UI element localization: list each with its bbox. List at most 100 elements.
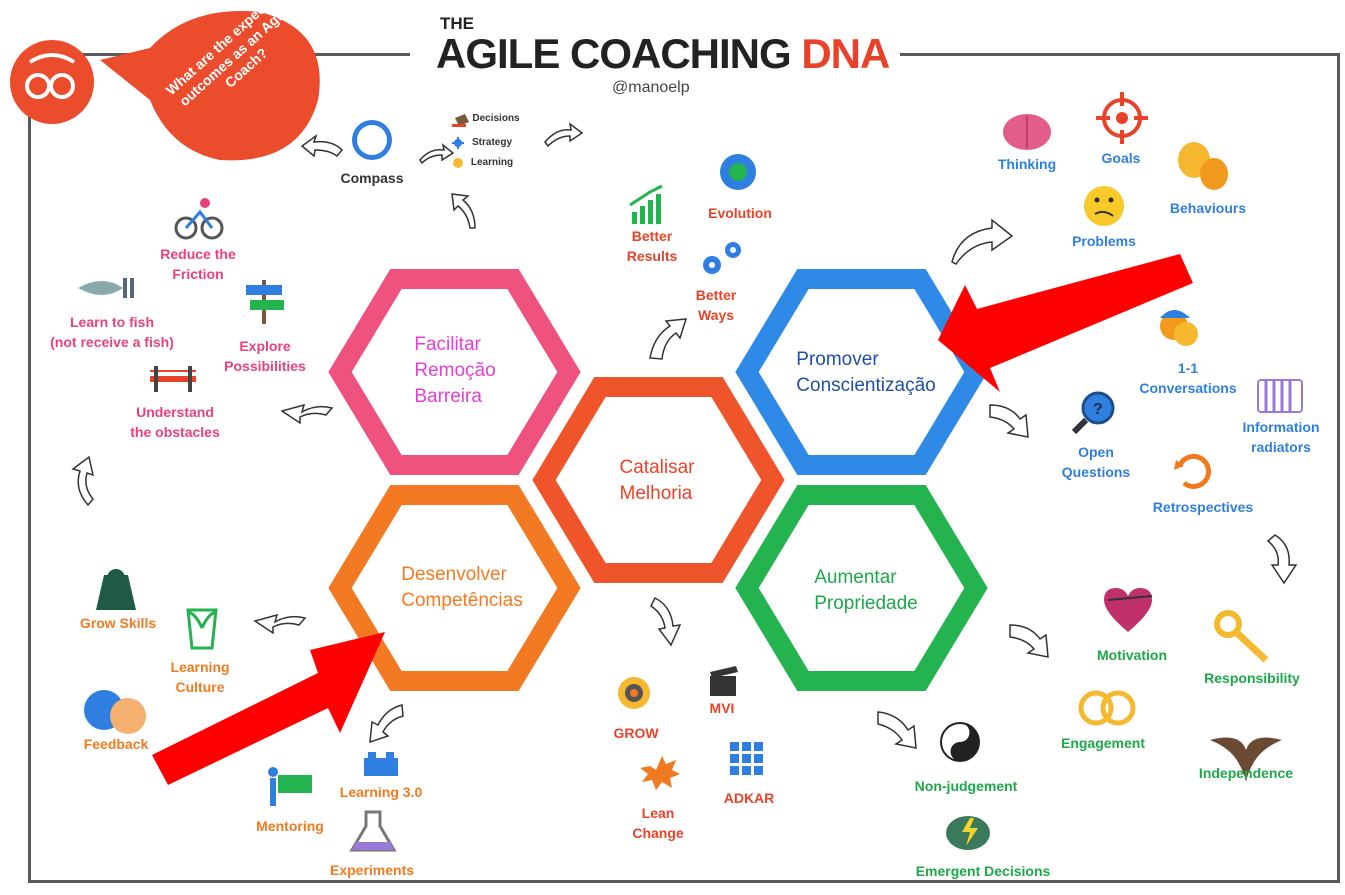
retrospectives-label: Retrospectives — [1152, 499, 1254, 515]
decision-icon — [452, 114, 469, 127]
independence-label: Independence — [1198, 765, 1294, 781]
compass-icon — [352, 120, 392, 160]
adkar-label: ADKAR — [723, 790, 775, 806]
non-judgement-label: Non-judgement — [914, 778, 1018, 794]
hex-increase-line1: Aumentar — [814, 567, 897, 588]
results-line2: Results — [626, 248, 678, 264]
refresh-icon — [1174, 454, 1212, 489]
cyclist-icon — [174, 198, 224, 240]
questions-line1: Open — [1078, 444, 1114, 460]
clapperboard-icon — [710, 666, 738, 696]
mvi-label: MVI — [709, 700, 735, 716]
grow-target-icon — [618, 677, 650, 709]
key-icon — [1214, 610, 1269, 663]
emergent-decisions-label: Emergent Decisions — [915, 863, 1051, 879]
barrier-icon — [150, 366, 196, 392]
hex-promote-line1: Promover — [796, 349, 879, 370]
obstacles-line2: the obstacles — [130, 424, 220, 440]
flow-arrow — [650, 596, 682, 647]
signpost-icon — [246, 280, 284, 324]
lightning-brain-icon — [946, 816, 990, 850]
lego-brick-icon — [364, 752, 398, 776]
learning-label: Learning — [470, 157, 514, 168]
flow-arrow — [951, 218, 1014, 265]
flow-arrow — [419, 143, 455, 165]
hex-facilitate-line1: Facilitar — [414, 334, 481, 355]
thinking-label: Thinking — [997, 156, 1057, 172]
strategy-icon — [452, 137, 464, 149]
radiators-line2: radiators — [1251, 439, 1311, 455]
mentoring-board-icon — [268, 767, 312, 806]
title-gap — [410, 40, 900, 70]
culture-line2: Culture — [175, 679, 225, 695]
obstacles-line1: Understand — [136, 404, 214, 420]
title-dna: DNA — [801, 30, 890, 77]
flow-arrow — [369, 704, 404, 744]
flow-arrow — [1266, 534, 1298, 585]
flow-arrow — [649, 318, 688, 360]
mentoring-label: Mentoring — [256, 818, 324, 834]
goals-label: Goals — [1101, 150, 1141, 166]
title-the: THE — [440, 14, 474, 33]
hex-increase-label: Aumentar Propriedade — [814, 565, 918, 617]
title-main-text: AGILE COACHING — [436, 30, 792, 77]
responsibility-label: Responsibility — [1204, 670, 1300, 686]
eagle-icon — [1210, 737, 1282, 782]
target-icon — [1096, 92, 1148, 144]
author-handle: @manoelp — [612, 79, 690, 96]
flow-arrow — [71, 455, 95, 507]
ways-line2: Ways — [697, 307, 735, 323]
flow-arrow — [451, 193, 476, 229]
hex-facilitate — [328, 269, 581, 475]
hex-catalyze — [532, 377, 785, 583]
grid-blocks-icon — [730, 740, 764, 775]
flow-arrow — [544, 122, 584, 148]
radiators-line1: Information — [1242, 419, 1320, 435]
motivation-label: Motivation — [1097, 647, 1167, 663]
flow-arrow — [989, 404, 1029, 438]
evolution-icon — [720, 154, 756, 190]
flow-arrow — [877, 711, 917, 749]
grow-label: GROW — [613, 725, 659, 741]
flow-arrows — [71, 122, 1298, 749]
title-main: AGILE COACHING DNA — [436, 30, 890, 78]
engagement-label: Engagement — [1060, 735, 1146, 751]
culture-line1: Learning — [170, 659, 230, 675]
lean-line1: Lean — [641, 805, 675, 821]
hex-facilitate-line3: Barreira — [414, 386, 482, 407]
red-arrow-promote — [938, 254, 1193, 392]
flow-arrow — [1009, 624, 1049, 658]
fish-line2: (not receive a fish) — [50, 334, 174, 350]
fish-line1: Learn to fish — [69, 314, 155, 330]
hex-facilitate-label: Facilitar Remoção Barreira — [414, 332, 495, 410]
hex-develop-line1: Desenvolver — [401, 564, 507, 585]
hex-facilitate-line2: Remoção — [414, 360, 496, 381]
gears-icon — [703, 242, 741, 274]
confused-face-icon — [1084, 186, 1124, 226]
flow-arrow — [280, 403, 334, 425]
magnifier-question-icon: ? — [1071, 391, 1115, 435]
ninja-icon — [96, 569, 136, 610]
learning-bulb-icon — [453, 158, 463, 168]
yin-yang-icon — [940, 722, 980, 762]
red-arrow-develop — [152, 632, 385, 785]
growth-chart-icon — [629, 184, 663, 224]
hex-promote-label: Promover Conscientização — [796, 347, 935, 399]
explore-line1: Explore — [239, 338, 291, 354]
conversations-line2: Conversations — [1139, 380, 1237, 396]
rings-icon — [1078, 690, 1136, 726]
brain-icon — [1003, 114, 1051, 150]
grow-skills-label: Grow Skills — [79, 615, 157, 631]
svg-text:?: ? — [1093, 401, 1103, 418]
feedback-label: Feedback — [83, 736, 149, 752]
explore-line2: Possibilities — [224, 358, 306, 374]
evolution-label: Evolution — [708, 205, 772, 221]
reduce-line1: Reduce the — [160, 246, 236, 262]
flask-icon — [349, 810, 397, 852]
hex-increase-line2: Propriedade — [814, 593, 918, 614]
maple-leaf-icon — [640, 756, 680, 790]
experiments-label: Experiments — [329, 862, 415, 878]
